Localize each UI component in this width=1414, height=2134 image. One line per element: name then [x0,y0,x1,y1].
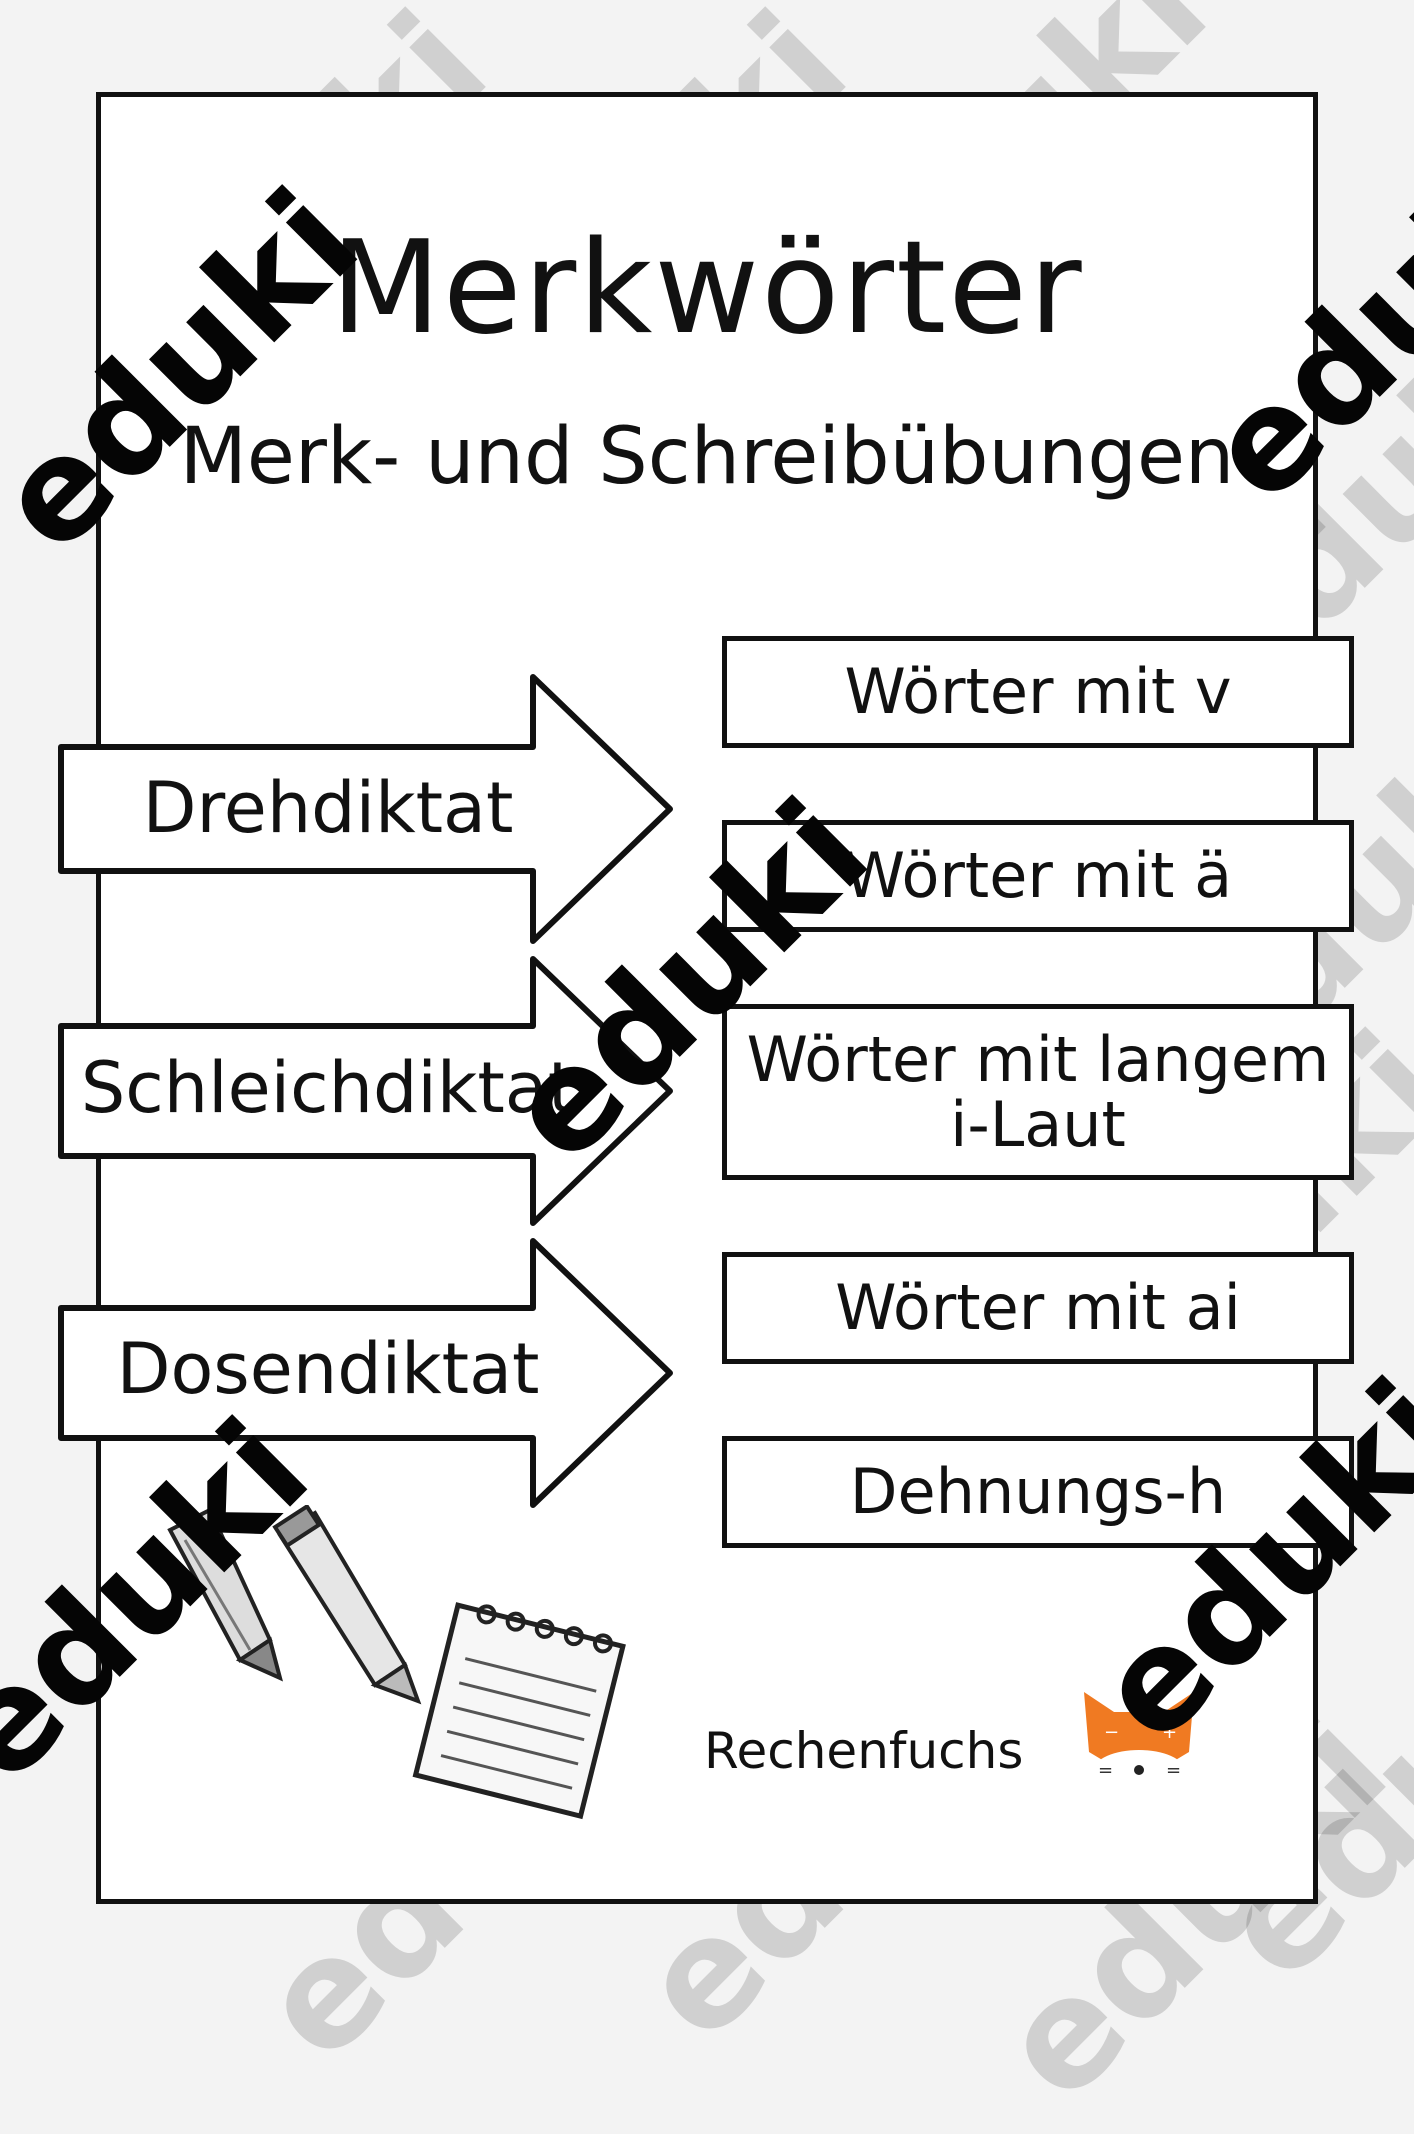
svg-text:=: = [1098,1760,1113,1781]
method-label-drehdiktat: Drehdiktat [142,767,514,849]
method-label-dosendiktat: Dosendiktat [116,1328,540,1410]
method-label-schleichdiktat: Schleichdiktat [80,1047,576,1129]
svg-text:−: − [1104,1722,1119,1743]
brand-name: Rechenfuchs [704,1722,1024,1780]
notepad-icon [412,1602,626,1820]
page-subtitle: Merk- und Schreibübungen [179,412,1235,502]
page-title: Merkwörter [330,214,1084,363]
sketch-frame [96,92,1318,1904]
svg-text:+: + [1162,1722,1177,1743]
chalk-icon [167,1507,284,1682]
fox-logo-icon: − + = = [1084,1692,1194,1790]
method-arrow-drehdiktat [58,674,673,944]
topic-box-ai: Wörter mit ai [722,1252,1354,1364]
topic-box-langes-i: Wörter mit langem i-Laut [722,1004,1354,1180]
method-arrow-schleichdiktat [58,956,673,1226]
topic-box-v: Wörter mit v [722,636,1354,748]
topic-box-dehnungs-h: Dehnungs-h [722,1436,1354,1548]
topic-box-ae: Wörter mit ä [722,820,1354,932]
pencil-icon [272,1505,422,1705]
svg-text:=: = [1166,1760,1181,1781]
method-arrow-dosendiktat [58,1238,673,1508]
